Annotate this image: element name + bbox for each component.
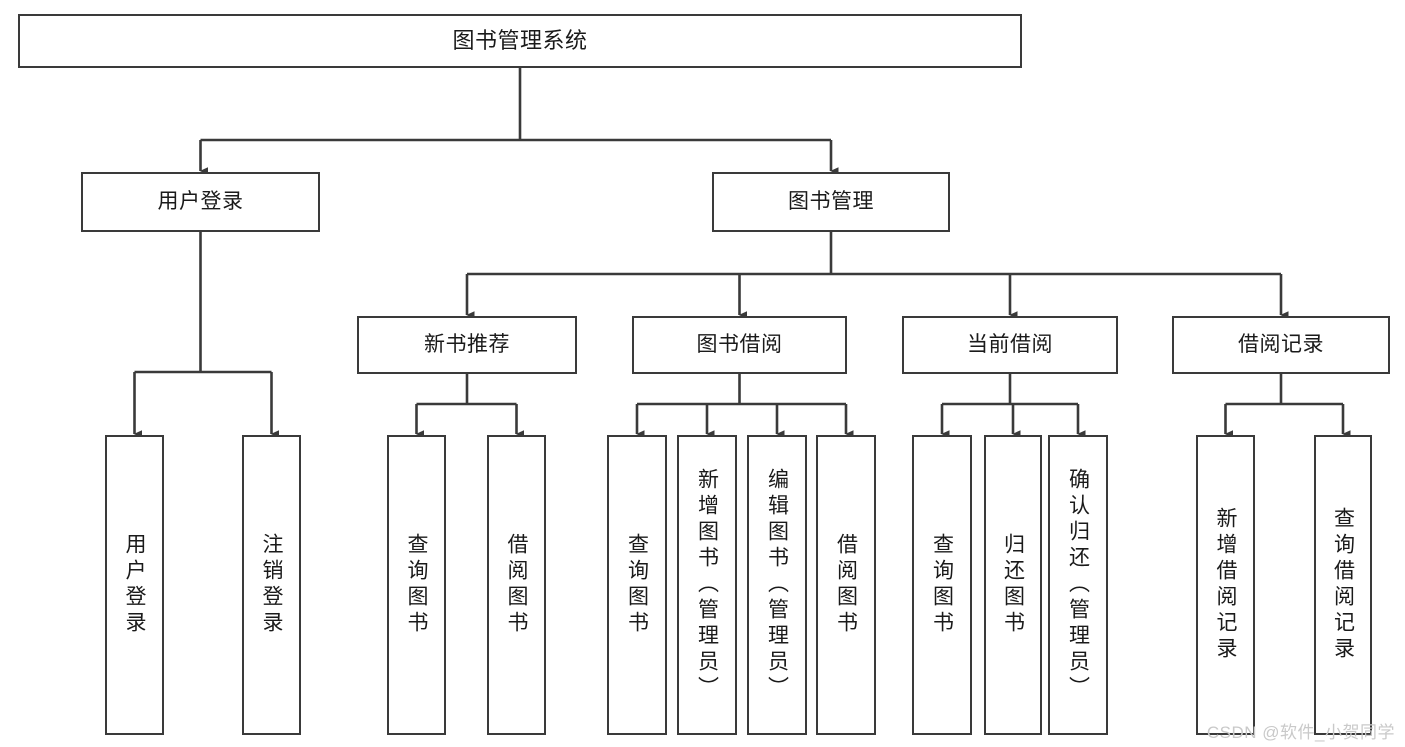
watermark-label: CSDN @软件_小贺同学 — [1206, 723, 1395, 742]
node-label: 新书推荐 — [424, 332, 510, 356]
node-leaf-bw-query[interactable]: 查询图书 — [607, 435, 667, 735]
node-label: 用户登录 — [123, 533, 146, 637]
node-login[interactable]: 用户登录 — [81, 172, 320, 232]
node-leaf-cur-query[interactable]: 查询图书 — [912, 435, 972, 735]
node-label: 图书管理 — [788, 189, 874, 213]
node-leaf-bw-edit[interactable]: 编辑图书（管理员） — [747, 435, 807, 735]
node-leaf-rec-add[interactable]: 新增借阅记录 — [1196, 435, 1255, 735]
node-newbook[interactable]: 新书推荐 — [357, 316, 577, 374]
node-label: 图书借阅 — [696, 332, 783, 356]
node-label: 查询图书 — [625, 533, 649, 637]
node-leaf-user-login[interactable]: 用户登录 — [105, 435, 164, 735]
node-label: 归还图书 — [1001, 533, 1025, 637]
node-leaf-rec-query[interactable]: 查询借阅记录 — [1314, 435, 1372, 735]
node-label: 借阅记录 — [1238, 332, 1324, 356]
node-label: 查询借阅记录 — [1331, 507, 1355, 663]
node-current[interactable]: 当前借阅 — [902, 316, 1118, 374]
node-label: 查询图书 — [405, 533, 428, 637]
node-label: 确认归还（管理员） — [1066, 468, 1090, 702]
node-leaf-bw-borrow[interactable]: 借阅图书 — [816, 435, 876, 735]
node-leaf-bw-add[interactable]: 新增图书（管理员） — [677, 435, 737, 735]
node-label: 新增图书（管理员） — [695, 468, 719, 702]
node-label: 编辑图书（管理员） — [765, 468, 789, 702]
node-bookmgmt[interactable]: 图书管理 — [712, 172, 950, 232]
node-label: 新增借阅记录 — [1214, 507, 1237, 663]
node-label: 借阅图书 — [505, 533, 528, 637]
node-label: 注销登录 — [260, 533, 283, 637]
node-borrow[interactable]: 图书借阅 — [632, 316, 847, 374]
node-label: 查询图书 — [930, 533, 954, 637]
node-label: 用户登录 — [157, 189, 244, 213]
node-label: 借阅图书 — [834, 533, 858, 637]
node-label: 当前借阅 — [967, 332, 1053, 356]
node-leaf-nb-query[interactable]: 查询图书 — [387, 435, 446, 735]
node-records[interactable]: 借阅记录 — [1172, 316, 1390, 374]
node-root[interactable]: 图书管理系统 — [18, 14, 1022, 68]
node-label: 图书管理系统 — [452, 28, 588, 54]
node-leaf-cur-return[interactable]: 归还图书 — [984, 435, 1042, 735]
node-leaf-cur-confirm[interactable]: 确认归还（管理员） — [1048, 435, 1108, 735]
node-leaf-user-logout[interactable]: 注销登录 — [242, 435, 301, 735]
node-leaf-nb-borrow[interactable]: 借阅图书 — [487, 435, 546, 735]
